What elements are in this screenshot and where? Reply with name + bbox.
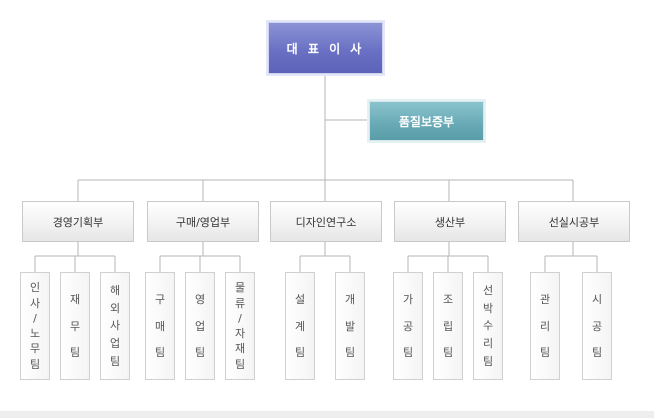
team-hr-labor: 인 사 / 노 무 팀 [20,272,50,380]
team-finance: 재 무 팀 [60,272,90,380]
team-char: 가 [402,292,414,306]
team-char: 팀 [154,346,166,360]
team-char: 무 [29,342,41,356]
dept-production: 생산부 [394,201,506,242]
team-assembly: 조 립 팀 [433,272,463,380]
team-char: 재 [234,342,246,356]
team-char: 리 [482,337,494,351]
team-char: 사 [109,319,121,333]
quality-assurance-box: 품질보증부 [369,101,484,141]
team-char: 재 [69,292,81,306]
team-char: 계 [294,319,306,333]
team-char: 팀 [69,346,81,360]
team-char: 박 [482,301,494,315]
team-char: 무 [69,319,81,333]
team-char: / [33,311,37,325]
team-char: 선 [482,283,494,297]
team-char: 영 [194,292,206,306]
team-char: 외 [109,301,121,315]
team-char: 구 [154,292,166,306]
team-char: 관 [539,292,551,306]
team-char: 팀 [442,346,454,360]
team-char: 노 [29,327,41,341]
team-char: 자 [234,327,246,341]
team-char: 리 [539,319,551,333]
team-char: / [238,311,242,325]
dept-cabin-construction: 선실시공부 [518,201,630,242]
team-char: 물 [234,281,246,295]
team-char: 팀 [109,355,121,369]
team-char: 업 [194,319,206,333]
team-ship-repair: 선 박 수 리 팀 [473,272,503,380]
team-design: 설 계 팀 [285,272,315,380]
team-overseas-business: 해 외 사 업 팀 [100,272,130,380]
team-char: 팀 [482,355,494,369]
team-char: 팀 [344,346,356,360]
team-char: 팀 [539,346,551,360]
team-machining: 가 공 팀 [393,272,423,380]
team-purchasing: 구 매 팀 [145,272,175,380]
team-char: 수 [482,319,494,333]
team-char: 조 [442,292,454,306]
team-sales: 영 업 팀 [185,272,215,380]
dept-purchasing-sales: 구매/영업부 [147,201,259,242]
team-char: 팀 [591,346,603,360]
team-char: 팀 [194,346,206,360]
team-char: 개 [344,292,356,306]
team-char: 인 [29,281,41,295]
dept-design-lab: 디자인연구소 [270,201,382,242]
team-char: 업 [109,337,121,351]
bottom-divider [0,411,654,418]
team-char: 팀 [294,346,306,360]
team-char: 사 [29,296,41,310]
team-char: 공 [402,319,414,333]
team-char: 팀 [29,357,41,371]
dept-management-planning: 경영기획부 [22,201,134,242]
team-construction: 시 공 팀 [582,272,612,380]
team-char: 발 [344,319,356,333]
team-development: 개 발 팀 [335,272,365,380]
team-char: 류 [234,296,246,310]
team-char: 팀 [402,346,414,360]
team-char: 공 [591,319,603,333]
team-char: 시 [591,292,603,306]
team-management: 관 리 팀 [530,272,560,380]
team-char: 설 [294,292,306,306]
team-char: 매 [154,319,166,333]
team-char: 팀 [234,357,246,371]
team-logistics-materials: 물 류 / 자 재 팀 [225,272,255,380]
ceo-box: 대 표 이 사 [268,22,383,74]
team-char: 립 [442,319,454,333]
team-char: 해 [109,283,121,297]
